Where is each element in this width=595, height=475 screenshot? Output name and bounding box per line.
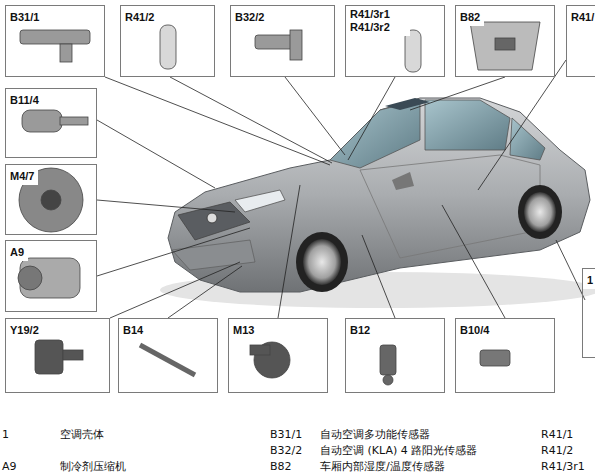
part-box: B31/1: [5, 5, 105, 77]
table-cell: R41/3r1: [541, 460, 585, 473]
callout-code: R41/3r1 R41/3r2: [346, 6, 410, 36]
callout-code: B12: [346, 322, 374, 339]
callout-code: B14: [119, 322, 147, 339]
table-cell: 制冷剂压缩机: [60, 460, 126, 473]
table-cell: 自动空调多功能传感器: [320, 428, 430, 441]
part-box: B11/4: [5, 88, 97, 158]
table-cell: B82: [270, 460, 292, 473]
part-box: R41/: [566, 5, 595, 77]
callout-code: B31/1: [6, 9, 43, 26]
table-cell: 空调壳体: [60, 428, 104, 441]
callout-code: B32/2: [231, 9, 268, 26]
table-cell: 车厢内部湿度/温度传感器: [320, 460, 445, 473]
part-box: 1: [582, 268, 595, 358]
part-box: Y19/2: [5, 318, 110, 393]
callout-code: A9: [6, 244, 28, 261]
callout-code: M13: [229, 322, 258, 339]
table-cell: B31/1: [270, 428, 302, 441]
callout-code: Y19/2: [6, 322, 43, 339]
part-box: B32/2: [230, 5, 335, 77]
part-box: B82: [455, 5, 555, 77]
part-box: R41/2: [120, 5, 215, 77]
table-cell: A9: [2, 460, 17, 473]
part-box: M13: [228, 318, 328, 393]
table-cell: R41/2: [541, 444, 573, 457]
part-box: B14: [118, 318, 218, 393]
callout-code: B82: [456, 9, 484, 26]
part-box: B12: [345, 318, 445, 393]
table-cell: B32/2: [270, 444, 302, 457]
car: [160, 98, 595, 308]
part-box: B10/4: [455, 318, 555, 393]
callout-code: B11/4: [6, 92, 43, 109]
callout-code: B10/4: [456, 322, 493, 339]
callout-code: R41/: [567, 9, 595, 26]
table-cell: 自动空调 (KLA) 4 路阳光传感器: [320, 444, 477, 457]
callout-code: 1: [583, 272, 595, 289]
part-box: R41/3r1 R41/3r2: [345, 5, 445, 77]
table-cell: 1: [2, 428, 9, 441]
callout-code: R41/2: [121, 9, 158, 26]
callout-code: M4/7: [6, 168, 38, 185]
table-cell: R41/1: [541, 428, 573, 441]
part-box: M4/7: [5, 164, 97, 235]
part-box: A9: [5, 240, 97, 312]
